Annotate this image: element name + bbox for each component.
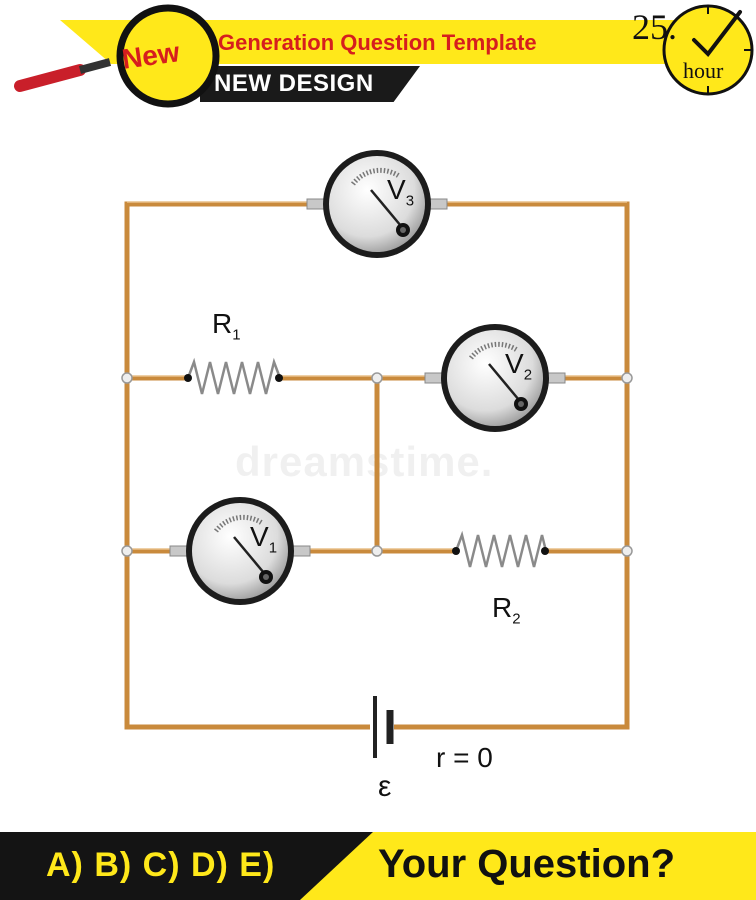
voltmeter-v3-icon bbox=[306, 150, 448, 258]
resistor-r1-icon bbox=[184, 357, 283, 395]
junction-node bbox=[371, 372, 383, 384]
internal-resistance-label: r = 0 bbox=[436, 742, 493, 773]
battery-icon bbox=[370, 696, 394, 758]
header-black-band bbox=[200, 66, 420, 102]
resistor-r2-label: R2 bbox=[492, 592, 521, 628]
clock-unit: hour bbox=[683, 58, 724, 83]
junction-node bbox=[371, 545, 383, 557]
voltmeter-v1-label: V1 bbox=[250, 521, 278, 557]
junction-node bbox=[621, 372, 633, 384]
resistor-r2-icon bbox=[452, 530, 549, 568]
clock-number: 25. bbox=[632, 7, 677, 47]
voltmeter-v2-label: V2 bbox=[505, 348, 533, 384]
junction-node bbox=[121, 372, 133, 384]
junction-node bbox=[621, 545, 633, 557]
watermark: dreamstime. bbox=[235, 438, 494, 485]
junction-node bbox=[121, 545, 133, 557]
emf-label: ε bbox=[378, 770, 392, 803]
voltmeter-v3-label: V3 bbox=[387, 174, 415, 210]
header-title: Generation Question Template bbox=[218, 30, 537, 55]
resistor-r1-label: R1 bbox=[212, 308, 241, 344]
clock-icon bbox=[662, 4, 754, 96]
magnifier-icon bbox=[14, 4, 220, 108]
footer-question-band bbox=[300, 832, 756, 900]
question-prompt: Your Question? bbox=[378, 842, 676, 886]
answer-options: A) B) C) D) E) bbox=[46, 846, 276, 884]
header-subtitle: NEW DESIGN bbox=[214, 70, 374, 97]
wires bbox=[124, 201, 630, 730]
voltmeter-v1-icon bbox=[169, 497, 311, 605]
voltmeter-v2-icon bbox=[424, 324, 566, 432]
